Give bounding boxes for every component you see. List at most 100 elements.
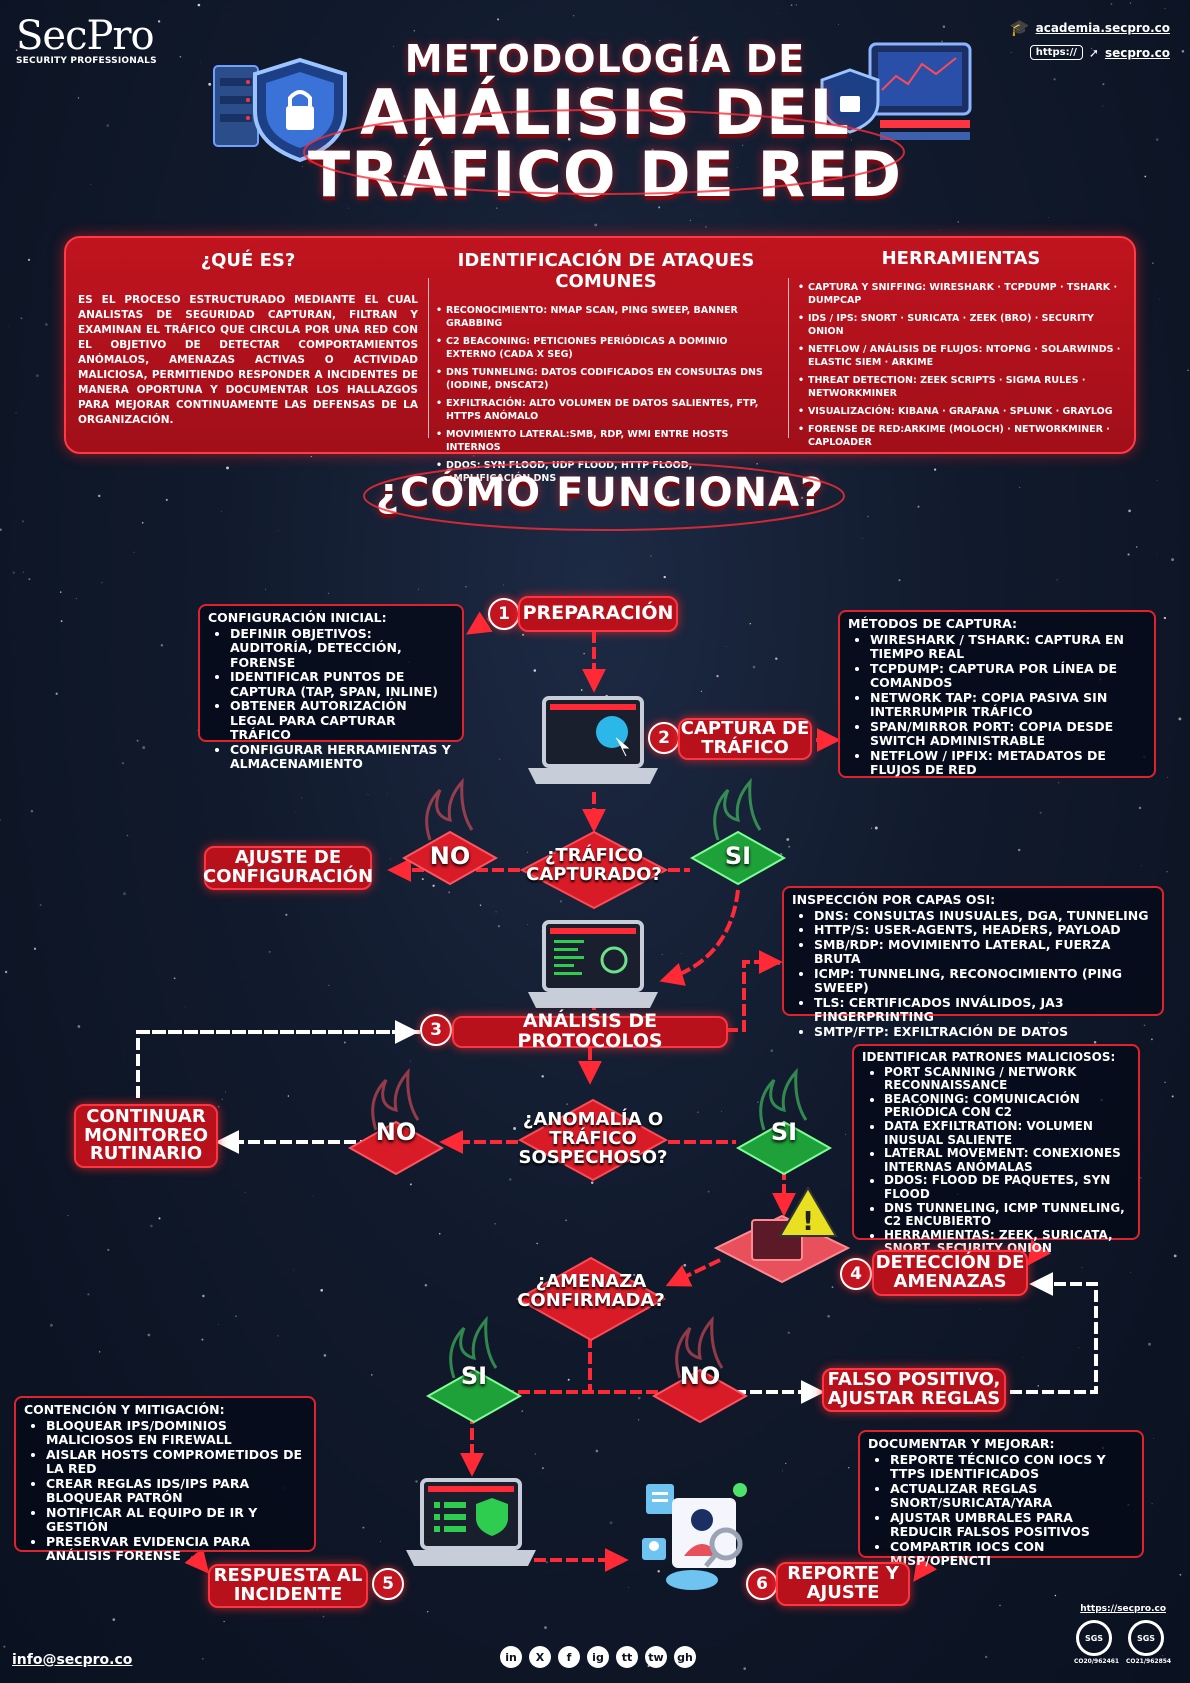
si-2-badge bbox=[735, 1067, 833, 1176]
document-item: AJUSTAR UMBRALES PARA REDUCIR FALSOS POS… bbox=[890, 1510, 1134, 1540]
step-respuesta: RESPUESTA AL INCIDENTE bbox=[208, 1564, 368, 1608]
osi-heading: INSPECCIÓN POR CAPAS OSI: bbox=[792, 892, 996, 907]
decision-1-diamond bbox=[520, 830, 668, 910]
si-3-badge bbox=[425, 1315, 523, 1424]
step-analisis: ANÁLISIS DE PROTOCOLOS bbox=[452, 1011, 728, 1051]
step-1-number: 1 bbox=[488, 598, 520, 630]
tiktok-icon[interactable]: tt bbox=[616, 1646, 638, 1668]
twitch-icon[interactable]: tw bbox=[645, 1646, 667, 1668]
decision-1-no: NO bbox=[429, 842, 471, 870]
attack-item: DNS TUNNELING: DATOS CODIFICADOS EN CONS… bbox=[436, 366, 776, 392]
osi-item: ICMP: TUNNELING, RECONOCIMIENTO (PING SW… bbox=[814, 966, 1154, 996]
site-link[interactable]: secpro.co bbox=[1104, 45, 1170, 60]
x-icon[interactable]: X bbox=[529, 1646, 551, 1668]
tool-item: IDS / IPS: SNORT · SURICATA · ZEEK (BRO)… bbox=[798, 312, 1124, 338]
no-1-badge bbox=[401, 777, 499, 886]
footer-email[interactable]: info@secpro.co bbox=[12, 1652, 133, 1668]
step-3-number: 3 bbox=[420, 1014, 452, 1046]
linkedin-icon[interactable]: in bbox=[500, 1646, 522, 1668]
capture-heading: MÉTODOS DE CAPTURA: bbox=[848, 616, 1017, 631]
decision-2-question: ¿ANOMALÍA O TRÁFICO SOSPECHOSO? bbox=[518, 1109, 668, 1168]
laptop-analysis-icon bbox=[528, 920, 658, 1008]
page-title: METODOLOGÍA DE ANÁLISIS DEL TRÁFICO DE R… bbox=[300, 40, 910, 206]
document-item: ACTUALIZAR REGLAS SNORT/SURICATA/YARA bbox=[890, 1481, 1134, 1511]
svg-text:!: ! bbox=[802, 1207, 814, 1237]
containment-item: AISLAR HOSTS COMPROMETIDOS DE LA RED bbox=[46, 1447, 306, 1477]
attack-item: MOVIMIENTO LATERAL:SMB, RDP, WMI ENTRE H… bbox=[436, 428, 776, 454]
decision-2-no: NO bbox=[375, 1118, 417, 1146]
pattern-item: DATA EXFILTRATION: VOLUMEN INUSUAL SALIE… bbox=[884, 1119, 1130, 1147]
config-item: IDENTIFICAR PUNTOS DE CAPTURA (TAP, SPAN… bbox=[230, 669, 454, 699]
pattern-item: LATERAL MOVEMENT: CONEXIONES INTERNAS AN… bbox=[884, 1146, 1130, 1174]
document-box: DOCUMENTAR Y MEJORAR: REPORTE TÉCNICO CO… bbox=[858, 1430, 1144, 1568]
containment-heading: CONTENCIÓN Y MITIGACIÓN: bbox=[24, 1402, 225, 1417]
tools-heading: HERRAMIENTAS bbox=[881, 248, 1041, 269]
osi-item: DNS: CONSULTAS INUSUALES, DGA, TUNNELING bbox=[814, 908, 1154, 924]
decision-3-diamond bbox=[516, 1256, 666, 1342]
title-line-3: TRÁFICO DE RED bbox=[307, 138, 903, 211]
url-prefix: https:// bbox=[1029, 45, 1083, 60]
document-item: REPORTE TÉCNICO CON IOCS Y TTPS IDENTIFI… bbox=[890, 1452, 1134, 1482]
intro-panel: ¿QUÉ ES? ES EL PROCESO ESTRUCTURADO MEDI… bbox=[64, 236, 1136, 484]
tool-item: THREAT DETECTION: ZEEK SCRIPTS · SIGMA R… bbox=[798, 374, 1124, 400]
capture-item: NETWORK TAP: COPIA PASIVA SIN INTERRUMPI… bbox=[870, 690, 1146, 720]
decision-2-diamond bbox=[518, 1098, 668, 1182]
falso-positivo: FALSO POSITIVO, AJUSTAR REGLAS bbox=[822, 1368, 1006, 1412]
config-box: CONFIGURACIÓN INICIAL: DEFINIR OBJETIVOS… bbox=[198, 604, 464, 771]
osi-item: HTTP/S: USER-AGENTS, HEADERS, PAYLOAD bbox=[814, 922, 1154, 938]
step-preparacion: PREPARACIÓN bbox=[518, 596, 678, 632]
decision-2-yes: SI bbox=[770, 1118, 798, 1146]
pattern-item: DDOS: FLOOD DE PAQUETES, SYN FLOOD bbox=[884, 1173, 1130, 1201]
academy-link[interactable]: academia.secpro.co bbox=[1035, 20, 1170, 35]
pattern-item: PORT SCANNING / NETWORK RECONNAISSANCE bbox=[884, 1065, 1130, 1093]
threat-alert-icon: ! bbox=[713, 1186, 851, 1284]
cursor-icon: ➚ bbox=[1088, 45, 1099, 60]
social-links: in X f ig tt tw gh bbox=[500, 1646, 696, 1668]
instagram-icon[interactable]: ig bbox=[587, 1646, 609, 1668]
title-line-2: ANÁLISIS DEL bbox=[360, 76, 850, 149]
laptop-capture-icon bbox=[528, 696, 658, 784]
title-line-1: METODOLOGÍA DE bbox=[404, 37, 806, 81]
github-icon[interactable]: gh bbox=[674, 1646, 696, 1668]
step-captura: CAPTURA DE TRÁFICO bbox=[678, 718, 812, 760]
brand-tagline: SECURITY PROFESSIONALS bbox=[16, 56, 157, 66]
containment-item: CREAR REGLAS IDS/IPS PARA BLOQUEAR PATRÓ… bbox=[46, 1476, 306, 1506]
attack-item: C2 BEACONING: PETICIONES PERIÓDICAS A DO… bbox=[436, 335, 776, 361]
decision-3-question: ¿AMENAZA CONFIRMADA? bbox=[517, 1271, 665, 1311]
capture-item: NETFLOW / IPFIX: METADATOS DE FLUJOS DE … bbox=[870, 748, 1146, 778]
no-2-badge bbox=[347, 1067, 445, 1176]
cert-badge-2: SGS CO21/962854 bbox=[1126, 1620, 1171, 1665]
sgs-seal-icon: SGS bbox=[1076, 1620, 1112, 1656]
step-6-number: 6 bbox=[746, 1568, 778, 1600]
patterns-box: IDENTIFICAR PATRONES MALICIOSOS: PORT SC… bbox=[852, 1044, 1140, 1255]
decision-3-no: NO bbox=[679, 1362, 721, 1390]
graduation-cap-icon: 🎓 bbox=[1009, 18, 1030, 37]
brand-logo: SecPro SECURITY PROFESSIONALS bbox=[16, 16, 157, 66]
continuar-monitoreo: CONTINUAR MONITOREO RUTINARIO bbox=[74, 1104, 218, 1168]
what-is-text: ES EL PROCESO ESTRUCTURADO MEDIANTE EL C… bbox=[78, 294, 418, 426]
header-links: 🎓 academia.secpro.co https:// ➚ secpro.c… bbox=[1010, 18, 1170, 68]
osi-item: TLS: CERTIFICADOS INVÁLIDOS, JA3 FINGERP… bbox=[814, 995, 1154, 1025]
pattern-item: DNS TUNNELING, ICMP TUNNELING, C2 ENCUBI… bbox=[884, 1201, 1130, 1229]
step-reporte: REPORTE Y AJUSTE bbox=[776, 1562, 910, 1606]
patterns-heading: IDENTIFICAR PATRONES MALICIOSOS: bbox=[862, 1050, 1116, 1064]
step-5-number: 5 bbox=[372, 1568, 404, 1600]
attack-item: DDOS: SYN FLOOD, UDP FLOOD, HTTP FLOOD, … bbox=[436, 459, 776, 485]
containment-box: CONTENCIÓN Y MITIGACIÓN: BLOQUEAR IPS/DO… bbox=[14, 1396, 316, 1563]
brand-name: SecPro bbox=[16, 13, 155, 59]
what-is-heading: ¿QUÉ ES? bbox=[200, 250, 296, 271]
pattern-item: BEACONING: COMUNICACIÓN PERIÓDICA CON C2 bbox=[884, 1092, 1130, 1120]
facebook-icon[interactable]: f bbox=[558, 1646, 580, 1668]
no-3-badge bbox=[651, 1315, 749, 1424]
footer-url[interactable]: https://secpro.co bbox=[1080, 1604, 1166, 1614]
attack-item: RECONOCIMIENTO: NMAP SCAN, PING SWEEP, B… bbox=[436, 304, 776, 330]
panel-divider bbox=[788, 278, 789, 438]
config-heading: CONFIGURACIÓN INICIAL: bbox=[208, 610, 387, 625]
decision-1-question: ¿TRÁFICO CAPTURADO? bbox=[526, 845, 662, 885]
cert-badge-1: SGS CO20/962461 bbox=[1074, 1620, 1119, 1665]
step-4-number: 4 bbox=[840, 1258, 872, 1290]
tools-column: HERRAMIENTAS CAPTURA Y SNIFFING: WIRESHA… bbox=[798, 248, 1124, 454]
tool-item: CAPTURA Y SNIFFING: WIRESHARK · TCPDUMP … bbox=[798, 281, 1124, 307]
capture-item: WIRESHARK / TSHARK: CAPTURA EN TIEMPO RE… bbox=[870, 632, 1146, 662]
config-item: DEFINIR OBJETIVOS: AUDITORÍA, DETECCIÓN,… bbox=[230, 626, 454, 671]
